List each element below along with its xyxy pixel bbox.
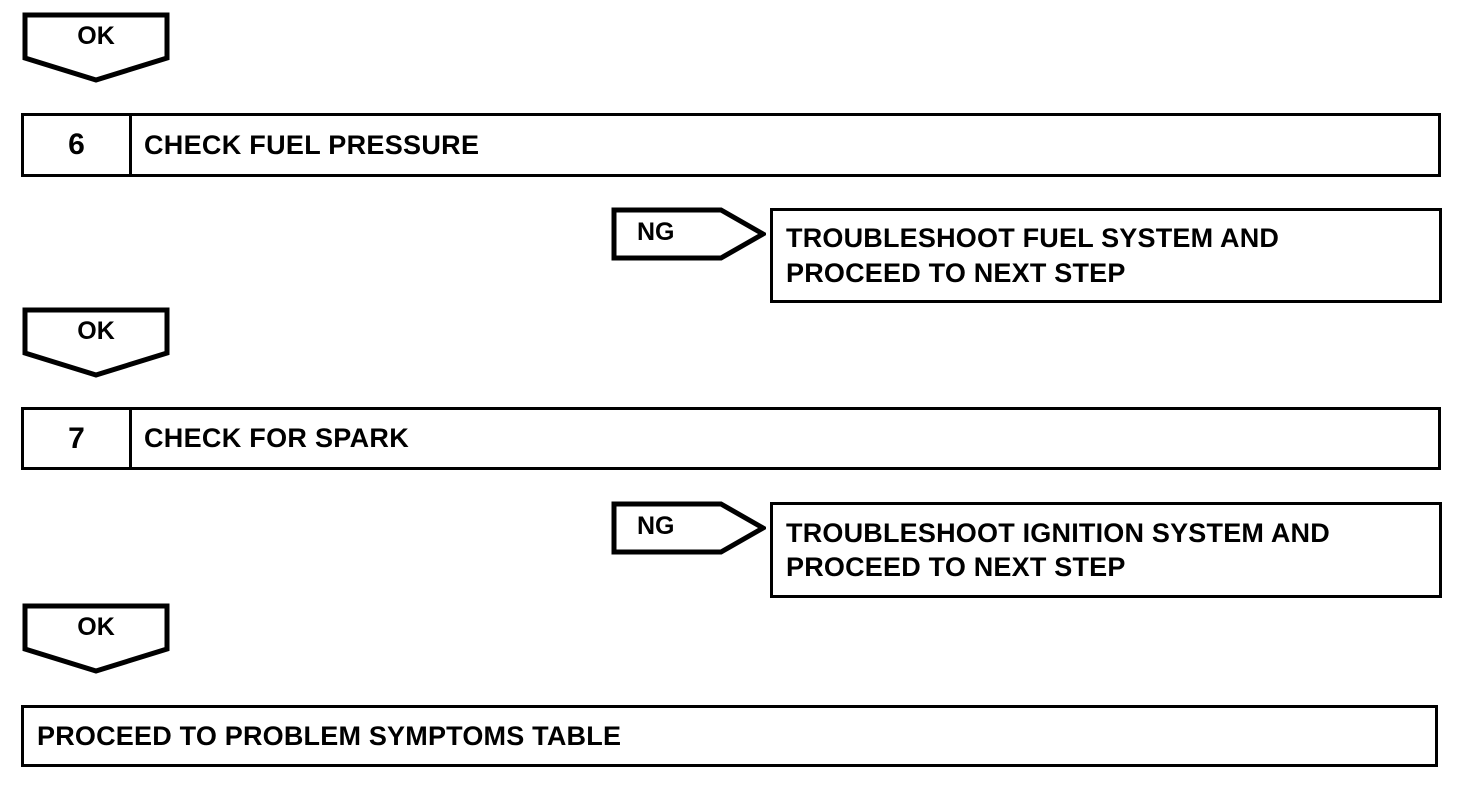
ng-pentagon-shape-1	[611, 207, 766, 261]
ng-result-box-1[interactable]: TROUBLESHOOT FUEL SYSTEM AND PROCEED TO …	[770, 208, 1442, 303]
ok-connector-1: OK	[22, 12, 170, 83]
ok-connector-2: OK	[22, 307, 170, 378]
ng-connector-2: NG	[611, 501, 766, 555]
final-action-box[interactable]: PROCEED TO PROBLEM SYMPTOMS TABLE	[21, 705, 1438, 767]
step-title-6: CHECK FUEL PRESSURE	[144, 129, 480, 160]
ng-pentagon-shape-2	[611, 501, 766, 555]
ng-result-2-line-1: TROUBLESHOOT IGNITION SYSTEM AND	[786, 517, 1330, 548]
ng-result-1-line-1: TROUBLESHOOT FUEL SYSTEM AND	[786, 223, 1280, 254]
ng-result-1-line-2: PROCEED TO NEXT STEP	[786, 257, 1126, 288]
ok-pentagon-shape-1	[22, 12, 170, 83]
step-number-7: 7	[24, 410, 132, 467]
step-title-7: CHECK FOR SPARK	[144, 423, 410, 453]
ok-pentagon-shape-3	[22, 603, 170, 674]
ng-result-box-2[interactable]: TROUBLESHOOT IGNITION SYSTEM AND PROCEED…	[770, 502, 1442, 598]
ok-pentagon-shape-2	[22, 307, 170, 378]
step-box-7[interactable]: 7 CHECK FOR SPARK	[21, 407, 1441, 470]
step-number-6: 6	[24, 116, 132, 174]
ng-result-2-line-2: PROCEED TO NEXT STEP	[786, 552, 1126, 582]
final-action-text: PROCEED TO PROBLEM SYMPTOMS TABLE	[37, 720, 622, 751]
step-box-6[interactable]: 6 CHECK FUEL PRESSURE	[21, 113, 1441, 177]
ok-connector-3: OK	[22, 603, 170, 674]
ng-connector-1: NG	[611, 207, 766, 261]
